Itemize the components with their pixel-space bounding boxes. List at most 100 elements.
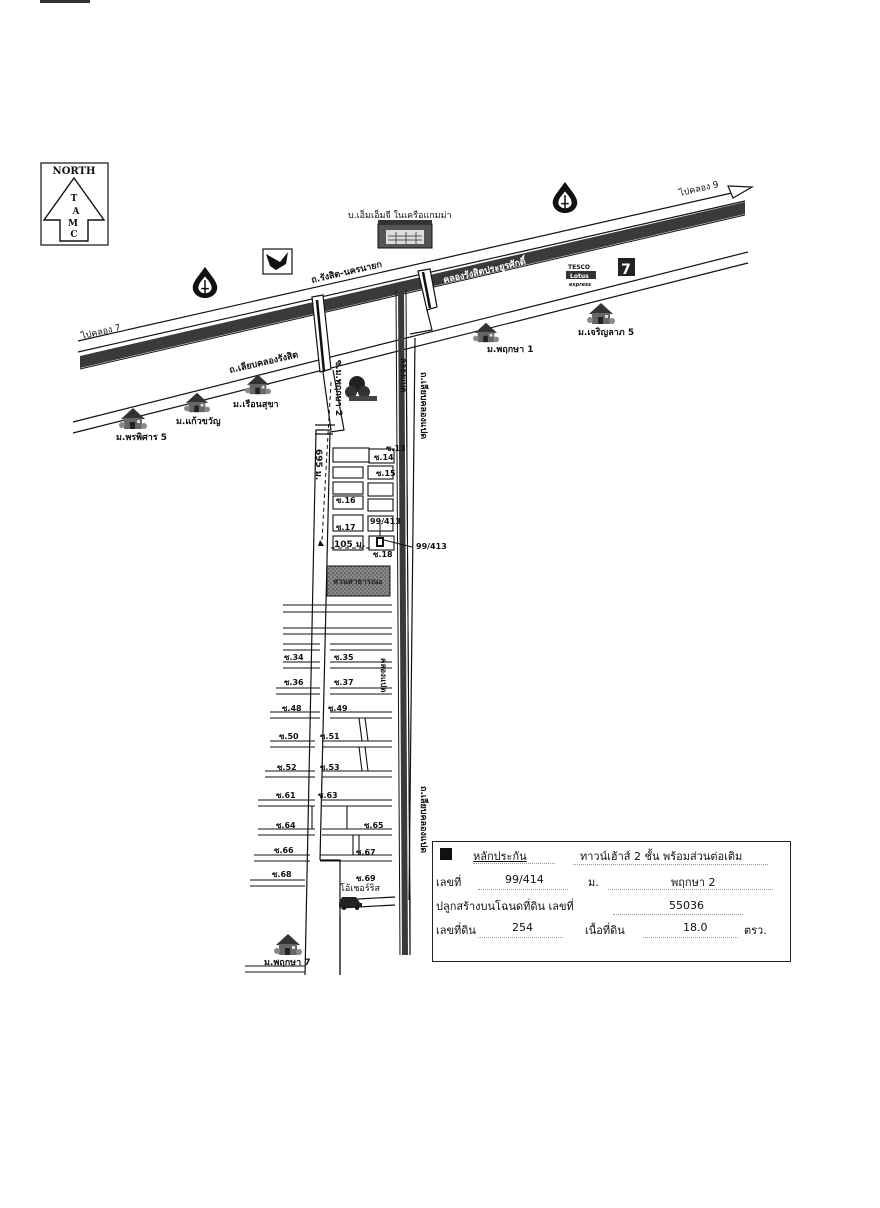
lotus-label: Lotus [570,273,589,280]
area-unit-label: ตรว. [744,924,767,937]
dotted-line [473,863,555,864]
soi-68-label: ซ.68 [272,870,292,879]
soi-13-label: ซ.13 [386,444,406,453]
public-park [326,565,391,597]
dotted-line [478,889,568,890]
house-icon [587,303,615,324]
area-label: เนื้อที่ดิน [585,924,625,937]
village-kaewkhwan-label: ม.แก้วขวัญ [176,416,221,427]
village-prefix-label: ม. [588,876,599,889]
soi-63-label: ซ.63 [318,791,338,800]
lower-soi-grid [245,604,392,973]
express-label: express [569,282,591,288]
soi-61-label: ซ.61 [276,791,296,800]
soi-16-label: ซ.16 [336,496,356,505]
dotted-line [478,937,563,938]
bird-logo-icon [262,248,293,275]
north-arrow-icon [42,176,106,242]
soi-50-label: ซ.50 [279,732,299,741]
soi-17-label: ซ.17 [336,523,356,532]
khlong8-lower-label: คลองแปด [379,658,388,692]
khlong8-label: คลองแปด [399,358,408,392]
khlong8-canal [395,289,416,956]
soi-37-label: ซ.37 [334,678,354,687]
village-value: พฤกษา 2 [671,876,716,889]
oshirise-label: โอ้เชอร์ริส [340,882,380,894]
compass-letter-c: C [70,230,77,240]
collateral-type: ทาวน์เฮ้าส์ 2 ชั้น พร้อมส่วนต่อเติม [580,850,743,863]
village-pruksa7-label: ม.พฤกษา 7 [264,958,311,968]
tesco-label: TESCO [568,264,590,271]
mmg-label: บ.เอ็มเอ็มจี ในเครือแกมม่า [348,208,452,221]
house-icon [184,392,210,413]
to-khlong9-label: ไปคลอง 9 [677,179,720,199]
legend-square-icon [440,848,452,860]
soi-64-label: ซ.64 [276,821,296,830]
soi-pruksa2-road [304,369,345,976]
house-no-value: 99/414 [505,873,544,886]
frontage-road-label: ถ.เลียบคลองรังสิต [228,349,299,376]
distance-105-label: 105 ม. [334,540,365,550]
soi-65-label: ซ.65 [364,821,384,830]
village-pruksa1-label: ม.พฤกษา 1 [487,345,534,355]
distance-695-label: 695 ม. [313,449,323,480]
compass-letter-a: A [72,207,81,217]
gas-station-icon [551,181,579,214]
soi-53-label: ซ.53 [320,763,340,772]
north-compass: NORTH T A M C [40,162,109,246]
property-label-a: 99/413 [370,517,401,526]
compass-label: NORTH [53,166,96,177]
soi-road-label: ซ.ม.พฤกษา 2 [333,360,343,416]
soi-67-label: ซ.67 [356,848,376,857]
khlong8-road-lower-label: ถ.เลียบคลองแปด [418,786,429,853]
to-khlong7-label: ไปคลอง 7 [79,322,122,342]
soi-66-label: ซ.66 [274,846,294,855]
land-no-value: 254 [512,921,533,934]
soi-35-label: ซ.35 [334,653,354,662]
canal-band [80,202,745,368]
soi-34-label: ซ.34 [284,653,304,662]
frontage-road [72,251,749,434]
upper-soi-grid [332,447,395,551]
bridges [311,268,438,373]
village-pornphisan5-label: ม.พรพิศาร 5 [116,432,167,443]
collateral-label: หลักประกัน [473,850,527,863]
soi-15-label: ซ.15 [376,469,396,478]
soi-18-label: ซ.18 [373,550,393,559]
house-icon [119,408,147,429]
land-no-label: เลขที่ดิน [436,924,476,937]
car-icon [339,897,362,910]
scan-smudge [40,0,90,3]
seven-eleven-logo: 7 [618,258,635,278]
house-icon [274,934,302,955]
dotted-line [608,889,773,890]
soi-14-label: ซ.14 [374,453,394,462]
mmg-factory: บ.เอ็มเอ็มจี ในเครือแกมม่า [348,208,452,249]
khlong8-road-label: ถ.เลียบคลองแปด [418,372,429,439]
tesco-lotus-logo: TESCO Lotus express [566,264,596,288]
property-label-b: 99/413 [416,542,447,551]
park-label: สวนสาธารณะ [333,577,383,586]
deed-label: ปลูกสร้างบนโฉนดที่ดิน เลขที่ [436,900,574,913]
gas-station-icon-2 [191,266,219,299]
soi-36-label: ซ.36 [284,678,304,687]
soi-51-label: ซ.51 [320,732,340,741]
soi-49-label: ซ.49 [328,704,348,713]
area-value: 18.0 [683,921,708,934]
compass-letter-t: T [71,194,78,204]
house-no-label: เลขที่ [436,876,462,889]
property-info-box: หลักประกัน ทาวน์เฮ้าส์ 2 ชั้น พร้อมส่วนต… [432,841,791,962]
soi-48-label: ซ.48 [282,704,302,713]
distance-lines [318,381,372,549]
target-property-marker [376,523,413,548]
dotted-line [573,864,768,865]
tree-icon [345,376,377,401]
compass-letter-m: M [68,219,78,229]
arrow-to-khlong9-icon [727,185,755,199]
dotted-line [613,914,743,915]
highway-label: ถ.รังสิต-นครนายก [310,259,383,286]
village-ruensukha-label: ม.เรือนสุขา [233,398,279,410]
dotted-line [643,937,738,938]
soi-52-label: ซ.52 [277,763,297,772]
